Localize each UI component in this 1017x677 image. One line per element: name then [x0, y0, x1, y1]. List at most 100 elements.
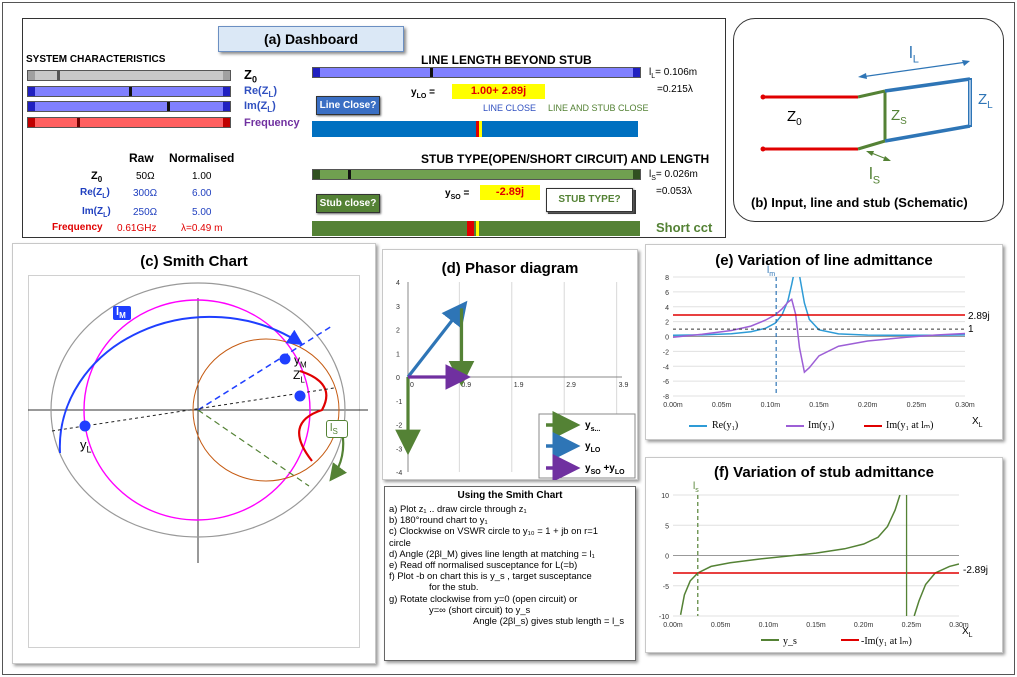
line-closeness-marker-yellow — [479, 121, 482, 137]
series-line — [673, 298, 965, 374]
line-closeness-bar — [312, 121, 638, 137]
stub-admittance-right-label: -2.89j — [963, 565, 989, 576]
line-close-button[interactable]: Line Close? — [316, 96, 380, 115]
line-admittance-marker-label: lm — [767, 265, 776, 278]
re-zl-slider[interactable] — [27, 86, 231, 97]
legend-ys-label: ys... — [585, 420, 601, 433]
line-close-status: LINE CLOSE — [483, 103, 537, 113]
line-length-lambda: =0.215λ — [657, 84, 693, 95]
ls-arrowhead-left — [866, 151, 874, 156]
frequency-slider-thumb[interactable] — [77, 118, 80, 127]
ys-radial-line — [197, 409, 310, 487]
system-characteristics-heading: SYSTEM CHARACTERISTICS — [26, 54, 166, 65]
im-zl-slider-thumb[interactable] — [167, 102, 170, 111]
row-z0-raw: 50Ω — [136, 171, 155, 182]
stub-closeness-marker-yellow — [476, 221, 479, 236]
smith-ls-label: lS — [330, 422, 338, 437]
re-zl-slider-thumb[interactable] — [129, 87, 132, 96]
x-tick-label: 0.30m — [955, 402, 975, 409]
unit-circle — [50, 282, 346, 538]
x-tick-label: 0.00m — [663, 622, 683, 629]
step-f: f) Plot -b on chart this is y_s , target… — [389, 570, 592, 582]
row-imzl-name: Im(ZL) — [82, 206, 111, 219]
x-tick-label: 0.10m — [761, 402, 781, 409]
dashboard-panel — [22, 18, 726, 238]
x-tick-label: 0.25m — [902, 622, 922, 629]
x-tick-label: 0.05m — [711, 622, 731, 629]
smith-steps-title: Using the Smith Chart — [457, 490, 563, 501]
stub-admittance-xlabel: XL — [962, 626, 973, 639]
row-z0-name: Z0 — [91, 170, 103, 185]
line-admittance-xlabel: XL — [972, 416, 983, 429]
dashboard-title-box — [218, 26, 404, 52]
smith-zl-label: ZL — [293, 368, 305, 385]
stub-admittance-legend-2: -Im(y₁ at lₘ) — [861, 636, 912, 647]
phasor-title: (d) Phasor diagram — [441, 260, 579, 277]
x-tick-label: 0.20m — [854, 622, 874, 629]
y-tick-label: 0 — [665, 335, 669, 342]
x-tick-label: 0.05m — [712, 402, 732, 409]
smith-steps-panel — [384, 486, 636, 661]
schematic-zs-label: ZS — [891, 107, 907, 127]
step-c-cont: circle — [389, 536, 411, 548]
y-tick-label: -5 — [663, 584, 669, 591]
phasor-y-tick-label: 3 — [396, 304, 400, 311]
stub-length-slider[interactable] — [312, 169, 641, 180]
line-admittance-right-label-1: 2.89j — [968, 311, 990, 322]
z0-slider[interactable] — [27, 70, 231, 81]
row-rezl-norm: 6.00 — [192, 188, 212, 199]
stub-close-button[interactable]: Stub close? — [316, 194, 380, 213]
line-admittance-legend-1: Re(y₁) — [712, 420, 739, 431]
y-tick-label: 8 — [665, 275, 669, 282]
phasor-y-tick-label: -4 — [396, 470, 402, 477]
step-g: g) Rotate clockwise from y=0 (open circu… — [389, 592, 578, 604]
y-tick-label: 0 — [665, 554, 669, 561]
zl-point — [294, 390, 306, 402]
phasor-y-tick-label: 0 — [396, 375, 400, 382]
line-admittance-title: (e) Variation of line admittance — [715, 252, 933, 269]
vswr-circle — [83, 299, 311, 521]
z0-slider-label: Z0 — [244, 67, 257, 85]
phasor-x-tick-label: 2.9 — [566, 382, 576, 389]
phasor-y-tick-label: 1 — [396, 351, 400, 358]
step-c: c) Clockwise on VSWR circle to y₁₀ = 1 +… — [389, 525, 598, 537]
x-tick-label: 0.10m — [759, 622, 779, 629]
smith-chart-svg — [28, 282, 368, 563]
line-admittance-right-label-2: 1 — [968, 324, 974, 335]
col-normalised-header: Normalised — [169, 151, 235, 165]
col-raw-header: Raw — [129, 151, 154, 165]
y-tick-label: 5 — [665, 523, 669, 530]
ll-arrowhead-left — [858, 73, 867, 79]
line-admittance-legend-2: Im(y₁) — [808, 420, 835, 431]
ll-arrowhead-right — [962, 60, 970, 66]
yso-value: -2.89j — [480, 185, 540, 200]
smith-panel — [12, 243, 376, 664]
series-line — [673, 277, 965, 337]
y-tick-label: -2 — [663, 349, 669, 356]
line-admittance-legend-3: Im(y₁ at lₘ) — [886, 420, 934, 431]
stub-length-slider-thumb[interactable] — [348, 170, 351, 179]
im-zl-slider[interactable] — [27, 101, 231, 112]
stub-type-button[interactable]: STUB TYPE? — [546, 188, 633, 212]
z0-slider-thumb[interactable] — [57, 71, 60, 80]
frequency-slider[interactable] — [27, 117, 231, 128]
legend-sum-label: ySO +yLO — [585, 463, 625, 476]
line-length-slider-thumb[interactable] — [430, 68, 433, 77]
schematic-title: (b) Input, line and stub (Schematic) — [751, 195, 968, 210]
stub-type-value: Short cct — [656, 220, 713, 235]
line-length-slider[interactable] — [312, 67, 641, 78]
step-g-cont: y=∞ (short circuit) to y_s — [429, 603, 531, 615]
schematic-ll-label: lL — [909, 43, 919, 66]
schematic-z0-label: Z0 — [787, 108, 802, 128]
phasor-y-tick-label: -3 — [396, 446, 402, 453]
step-d: d) Angle (2βl_M) gives line length at ma… — [389, 547, 595, 559]
smith-plot-area — [28, 275, 360, 648]
phasor-y-tick-label: 2 — [396, 328, 400, 335]
row-frequency-norm: λ=0.49 m — [181, 223, 223, 234]
smith-ym-label: yM — [294, 353, 307, 370]
stub-line-top — [857, 89, 886, 99]
input-terminal-top — [760, 94, 766, 100]
y-tick-label: 2 — [665, 320, 669, 327]
